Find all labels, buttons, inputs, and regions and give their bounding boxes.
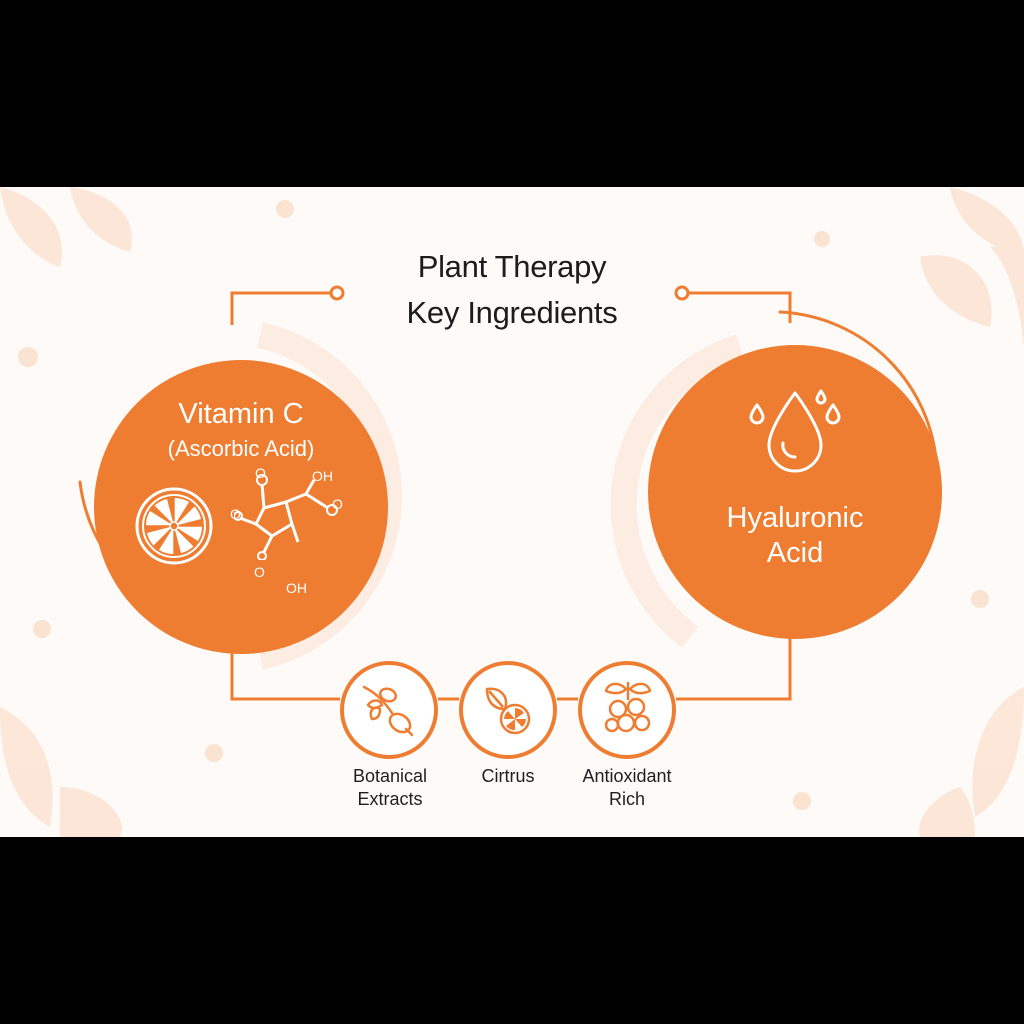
connector-bottom-right (676, 629, 792, 701)
feature-botanical-caption: Botanical Extracts (325, 765, 455, 811)
molecule-label-right-o: O (332, 496, 343, 512)
dot-decoration (33, 620, 51, 638)
hyaluronic-halo (610, 334, 744, 648)
hyaluronic-acid-name-line2: Acid (766, 537, 824, 569)
molecule-label-bottom-o: O (254, 564, 265, 580)
dot-decoration (793, 792, 811, 810)
page-title-line2: Key Ingredients (406, 295, 618, 330)
molecule-icon (234, 474, 338, 560)
leaf-decoration (972, 687, 1024, 817)
dot-decoration (814, 231, 830, 247)
feature-antioxidant-caption: Antioxidant Rich (562, 765, 692, 811)
molecule-label-top-o: O (255, 465, 266, 481)
molecule-label-left-o: O (230, 506, 241, 522)
feature-citrus-caption: Cirtrus (448, 765, 568, 788)
connector-node-right (674, 285, 690, 301)
vitamin-c-card: Vitamin C (Ascorbic Acid) (94, 360, 388, 654)
leaf-decoration (950, 187, 1024, 257)
feature-citrus-line1: Cirtrus (481, 766, 535, 786)
rosehip-branch-icon (362, 685, 414, 737)
leaf-decoration (70, 187, 132, 252)
leaf-decoration (0, 707, 53, 827)
dot-decoration (971, 590, 989, 608)
citrus-leaf-icon (485, 687, 531, 735)
berries-icon (604, 681, 652, 733)
hyaluronic-acid-name-line1: Hyaluronic (726, 502, 864, 534)
feature-antioxidant-rich (578, 661, 676, 759)
leaf-decoration (920, 255, 992, 327)
connector-top-right (688, 291, 792, 323)
dot-decoration (276, 200, 294, 218)
vitamin-c-title: Vitamin C (178, 398, 304, 430)
molecule-label-oh-top: OH (312, 468, 333, 484)
feature-botanical-line1: Botanical (352, 766, 428, 786)
leaf-decoration (0, 187, 62, 267)
connector-node-left (329, 285, 345, 301)
hyaluronic-acid-card: Hyaluronic Acid (648, 345, 942, 639)
feature-citrus (459, 661, 557, 759)
molecule-label-oh-bottom: OH (286, 580, 307, 596)
orange-slice-icon (135, 487, 213, 565)
page-title-line1: Plant Therapy (417, 249, 607, 284)
feature-antioxidant-line1: Antioxidant (582, 766, 672, 786)
water-drop-icon (749, 389, 841, 473)
leaf-decoration (990, 247, 1024, 347)
feature-botanical-extracts (340, 661, 438, 759)
dot-decoration (18, 347, 38, 367)
leaf-decoration (60, 787, 122, 837)
vitamin-c-subtitle: (Ascorbic Acid) (167, 436, 315, 461)
infographic-canvas: Plant Therapy Key Ingredients Vitamin C … (0, 187, 1024, 837)
feature-botanical-line2: Extracts (357, 789, 423, 809)
leaf-decoration (919, 787, 975, 837)
feature-antioxidant-line2: Rich (608, 789, 645, 809)
dot-decoration (205, 744, 223, 762)
connector-top-left (230, 291, 331, 325)
